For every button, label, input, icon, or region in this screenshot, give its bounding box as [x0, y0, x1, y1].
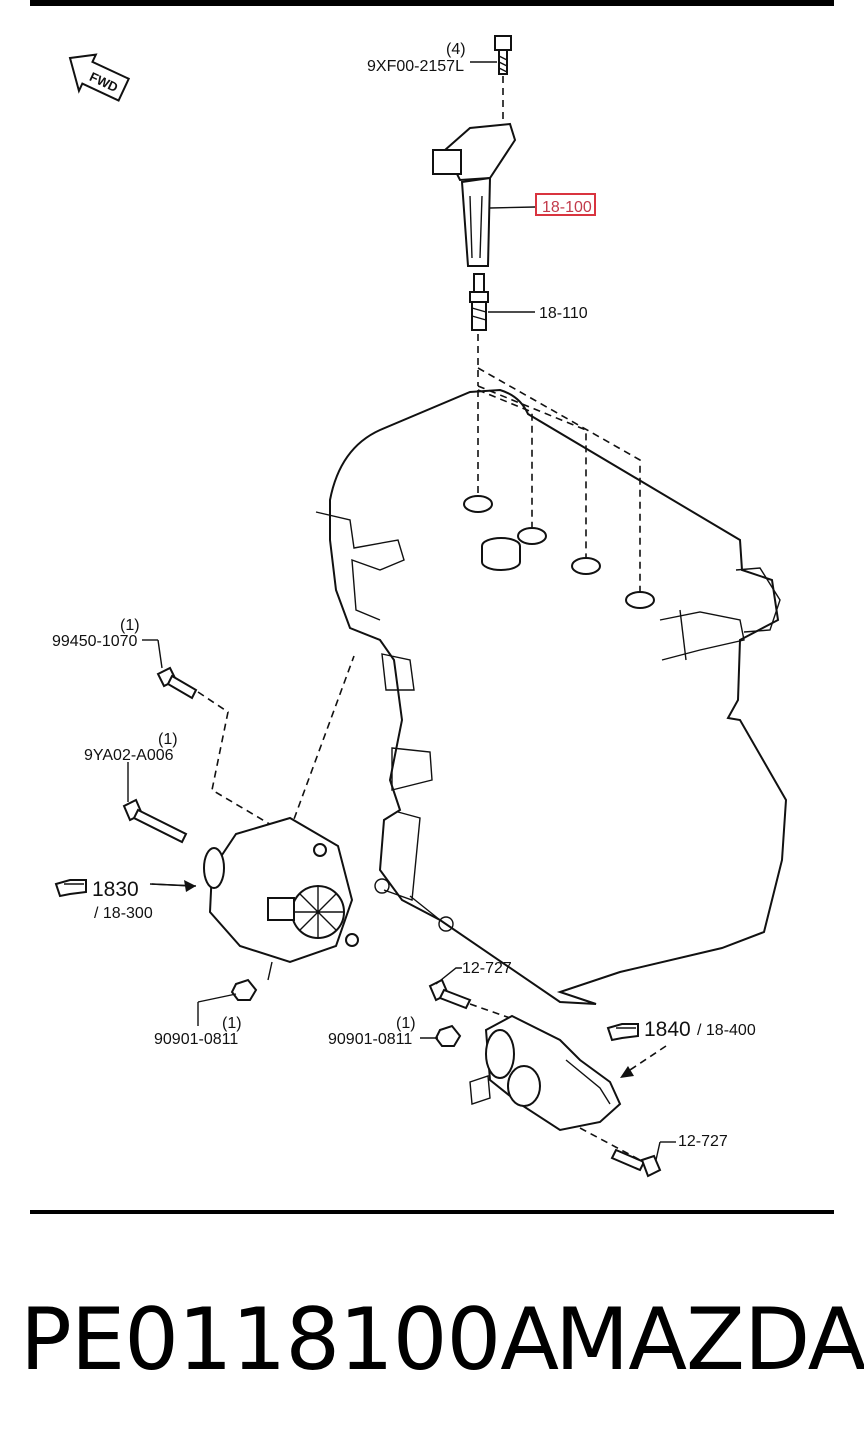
nut2-part-number: 90901-0811 [328, 1031, 412, 1048]
starter-bolt-bottom-part-number: 12-727 [678, 1133, 728, 1150]
hand-pointer-icon [54, 879, 87, 898]
long-bolt-icon [122, 762, 188, 844]
alternator-icon [149, 816, 359, 981]
starter-reference: 1840 [644, 1018, 691, 1041]
alternator-reference-sub: / 18-300 [94, 905, 153, 922]
fwd-arrow-icon: FWD [68, 53, 131, 102]
spark-plug-part-number: 18-110 [539, 305, 588, 322]
alternator-bolt-icon [142, 639, 355, 837]
nut-icon [197, 978, 258, 1026]
footer-part-number: PE0118100A [20, 1290, 559, 1390]
ignition-coil-icon [432, 122, 536, 267]
spark-plug-icon [469, 273, 535, 331]
starter-bolt-icon [428, 967, 511, 1019]
nut-qty: (1) [222, 1015, 242, 1032]
starter-reference-sub: / 18-400 [697, 1022, 756, 1039]
nut-part-number: 90901-0811 [154, 1031, 238, 1048]
cylinder-bore-icon [463, 495, 655, 609]
bottom-rule [30, 1210, 834, 1214]
footer-brand: MAZDA [555, 1290, 864, 1390]
starter-bolt-bottom-icon [610, 1141, 676, 1178]
bolt3-part-number: 9YA02-A006 [84, 747, 174, 764]
bolt2-part-number: 99450-1070 [52, 633, 138, 650]
starter-nut-icon [420, 1024, 462, 1047]
hand-pointer-icon-2 [606, 1023, 639, 1042]
bolt-qty: (4) [446, 41, 466, 58]
engine-block [315, 388, 788, 1005]
bolt-part-number: 9XF00-2157L [367, 58, 464, 75]
top-rule [30, 0, 834, 6]
coil-part-number[interactable]: 18-100 [542, 199, 592, 216]
starter-motor-icon [469, 1014, 641, 1161]
nut2-qty: (1) [396, 1015, 416, 1032]
bolt-icon [470, 35, 512, 75]
starter-bolt-top-part-number: 12-727 [462, 960, 512, 977]
alternator-reference: 1830 [92, 878, 139, 901]
bolt3-qty: (1) [158, 731, 178, 748]
coil-part-highlight [535, 193, 596, 216]
bolt2-qty: (1) [120, 617, 140, 634]
